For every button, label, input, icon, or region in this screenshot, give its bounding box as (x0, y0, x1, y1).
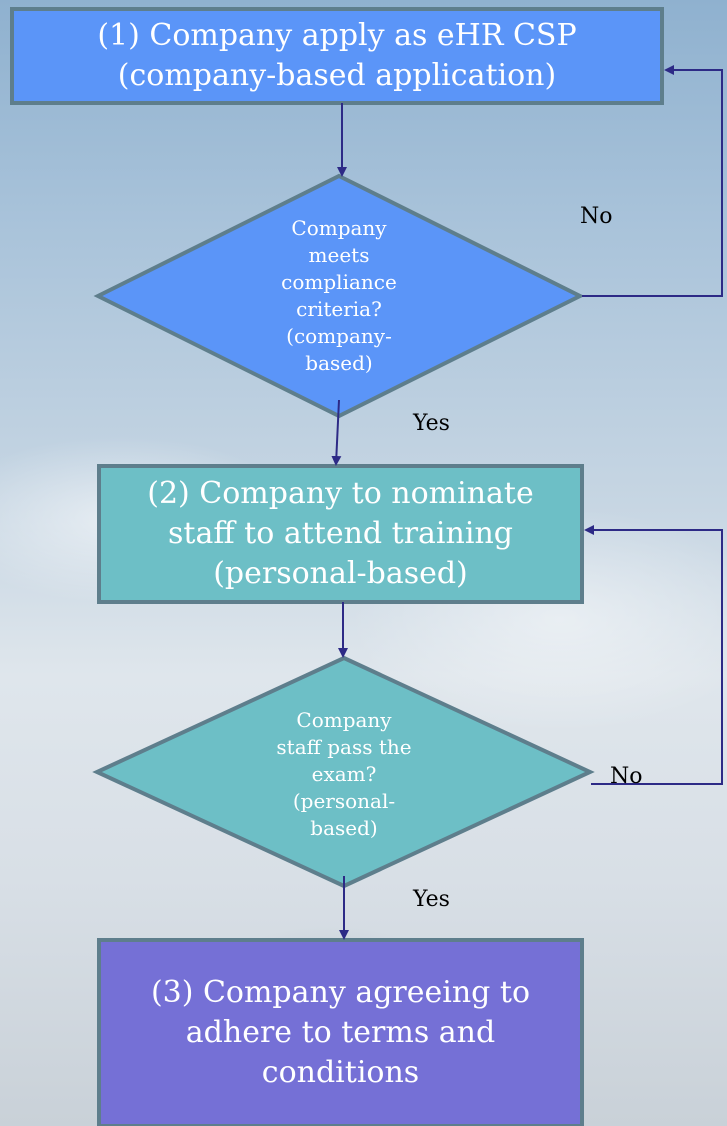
arrow-decision1-to-step2 (331, 399, 342, 466)
decision1-text: Company meets compliance criteria? (comp… (281, 216, 397, 375)
step2-text: (2) Company to nominate staff to attend … (147, 476, 534, 591)
step3-text: (3) Company agreeing to adhere to terms … (150, 975, 531, 1090)
decision2-text: Company staff pass the exam? (personal- … (276, 707, 412, 840)
step1-text: (1) Company apply as eHR CSP (company-ba… (97, 18, 577, 93)
decision1-no-label: No (580, 204, 613, 229)
decision2-yes-label: Yes (413, 887, 450, 912)
step3-box (97, 938, 584, 1126)
loop-decision1-no (582, 65, 723, 297)
decision2-no-label: No (610, 764, 643, 789)
decision1-yes-label: Yes (413, 411, 450, 436)
step1-box (10, 7, 664, 105)
step2-box (97, 464, 584, 604)
loop-decision2-no (584, 525, 723, 785)
